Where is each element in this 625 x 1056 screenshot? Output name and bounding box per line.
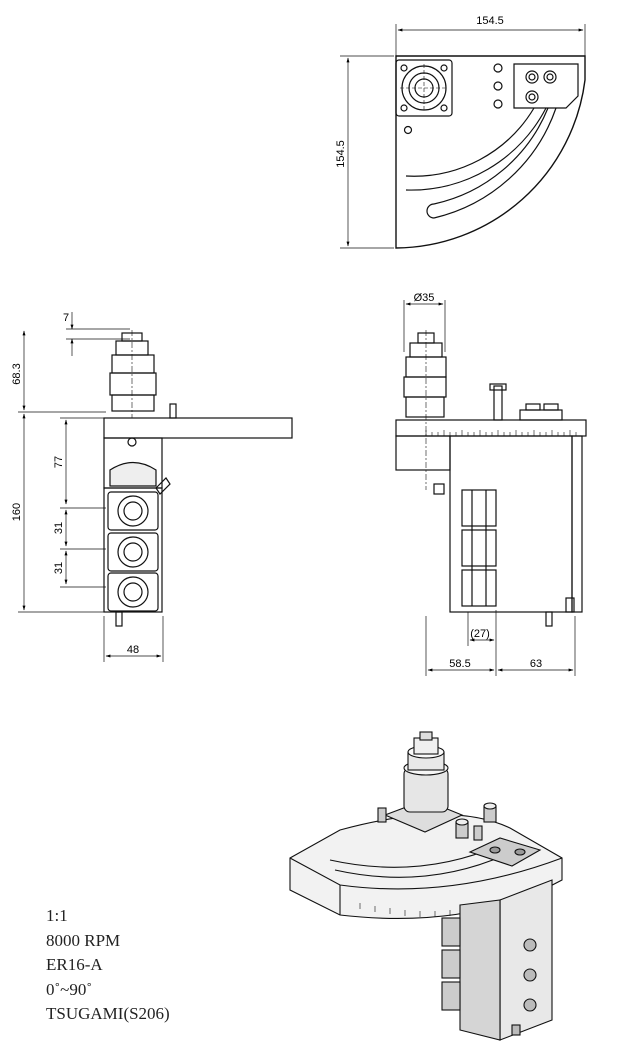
front-small-dim: 7 [63,312,69,324]
spec-block: 1:1 8000 RPM ER16-A 0˚~90˚ TSUGAMI(S206) [46,904,170,1027]
front-total-height-dim: 160 [11,503,23,521]
spec-scale: 1:1 [46,906,68,925]
spec-machine-model: TSUGAMI(S206) [46,1004,170,1023]
spec-angle-range: 0˚~90˚ [46,979,93,999]
front-upper-block-dim: 77 [53,456,65,468]
side-left-dim: 58.5 [449,658,470,670]
front-spacing-dim-1: 31 [53,522,65,534]
isometric-view [289,731,563,1041]
side-right-dim: 63 [530,658,542,670]
side-diameter-dim: Ø35 [414,292,435,304]
side-offset-dim: (27) [470,628,490,640]
top-view [340,24,586,249]
front-width-dim: 48 [127,644,139,656]
spec-rpm: 8000 RPM [46,930,121,950]
front-spacing-dim-2: 31 [53,562,65,574]
side-view [395,300,587,676]
front-view [18,312,293,662]
spec-collet: ER16-A [46,955,103,974]
front-top-height-dim: 68.3 [11,363,23,384]
top-width-dim: 154.5 [476,15,504,27]
top-height-dim: 154.5 [335,140,347,168]
